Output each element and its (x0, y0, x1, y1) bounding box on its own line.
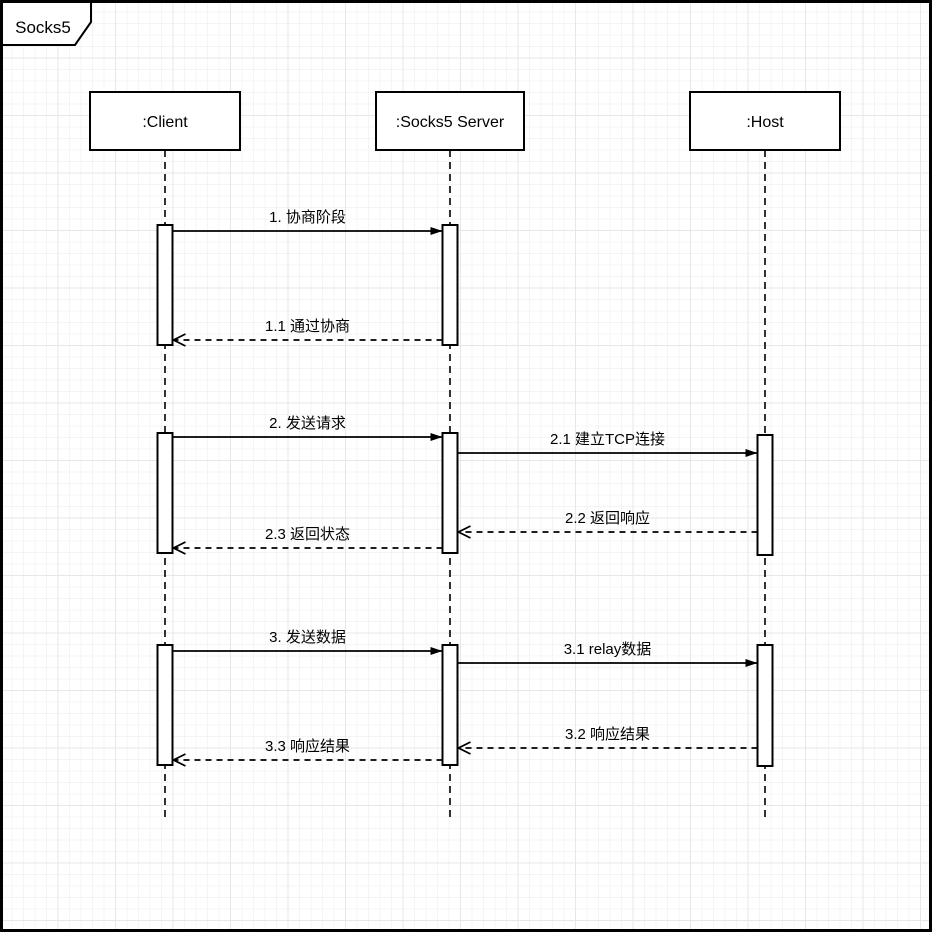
message-2-1: 2.1 建立TCP连接 (457, 431, 758, 457)
lifeline-header-socks5-server-label: :Socks5 Server (396, 114, 505, 131)
lifeline-header-socks5-server: :Socks5 Server (375, 91, 525, 151)
message-2-3: 2.3 返回状态 (171, 526, 443, 555)
message-2-2-label: 2.2 返回响应 (565, 509, 650, 527)
activation-bar-client-2 (156, 432, 174, 554)
activation-bar-server-3 (441, 644, 459, 766)
message-3-1: 3.1 relay数据 (457, 641, 758, 667)
activation-bar-client-3 (156, 644, 174, 766)
message-3: 3. 发送数据 (172, 629, 443, 655)
message-2-2: 2.2 返回响应 (456, 509, 758, 539)
message-2: 2. 发送请求 (172, 415, 443, 441)
lifeline-header-host-box (689, 91, 841, 151)
message-3-label: 3. 发送数据 (269, 629, 346, 646)
activation-bar-host-3 (756, 644, 774, 767)
frame-label: Socks5 (1, 1, 92, 46)
message-3-2: 3.2 响应结果 (456, 725, 758, 755)
message-1-1-label: 1.1 通过协商 (265, 318, 350, 335)
message-2-3-label: 2.3 返回状态 (265, 526, 350, 543)
lifeline-header-host: :Host (689, 91, 841, 151)
message-3-3: 3.3 响应结果 (171, 737, 443, 767)
message-1-1: 1.1 通过协商 (171, 318, 443, 347)
message-3-2-label: 3.2 响应结果 (565, 725, 650, 743)
activation-bar-host-2 (756, 434, 774, 556)
lifeline-header-host-label: :Host (746, 114, 784, 131)
message-3-1-label: 3.1 relay数据 (564, 641, 652, 658)
frame-label-pentagon (1, 1, 92, 46)
lifeline-header-client-label: :Client (142, 114, 188, 131)
activation-bar-server-1 (441, 224, 459, 346)
message-3-3-label: 3.3 响应结果 (265, 737, 350, 755)
message-2-label: 2. 发送请求 (269, 415, 346, 432)
message-1-label: 1. 协商阶段 (269, 209, 346, 226)
lifeline-header-client-box (89, 91, 241, 151)
message-2-1-label: 2.1 建立TCP连接 (550, 431, 665, 448)
activation-bar-client-1 (156, 224, 174, 346)
activation-bar-server-2 (441, 432, 459, 554)
lifeline-header-socks5-server-box (375, 91, 525, 151)
lifeline-header-client: :Client (89, 91, 241, 151)
frame-title: Socks5 (15, 18, 71, 37)
message-1: 1. 协商阶段 (172, 209, 443, 235)
